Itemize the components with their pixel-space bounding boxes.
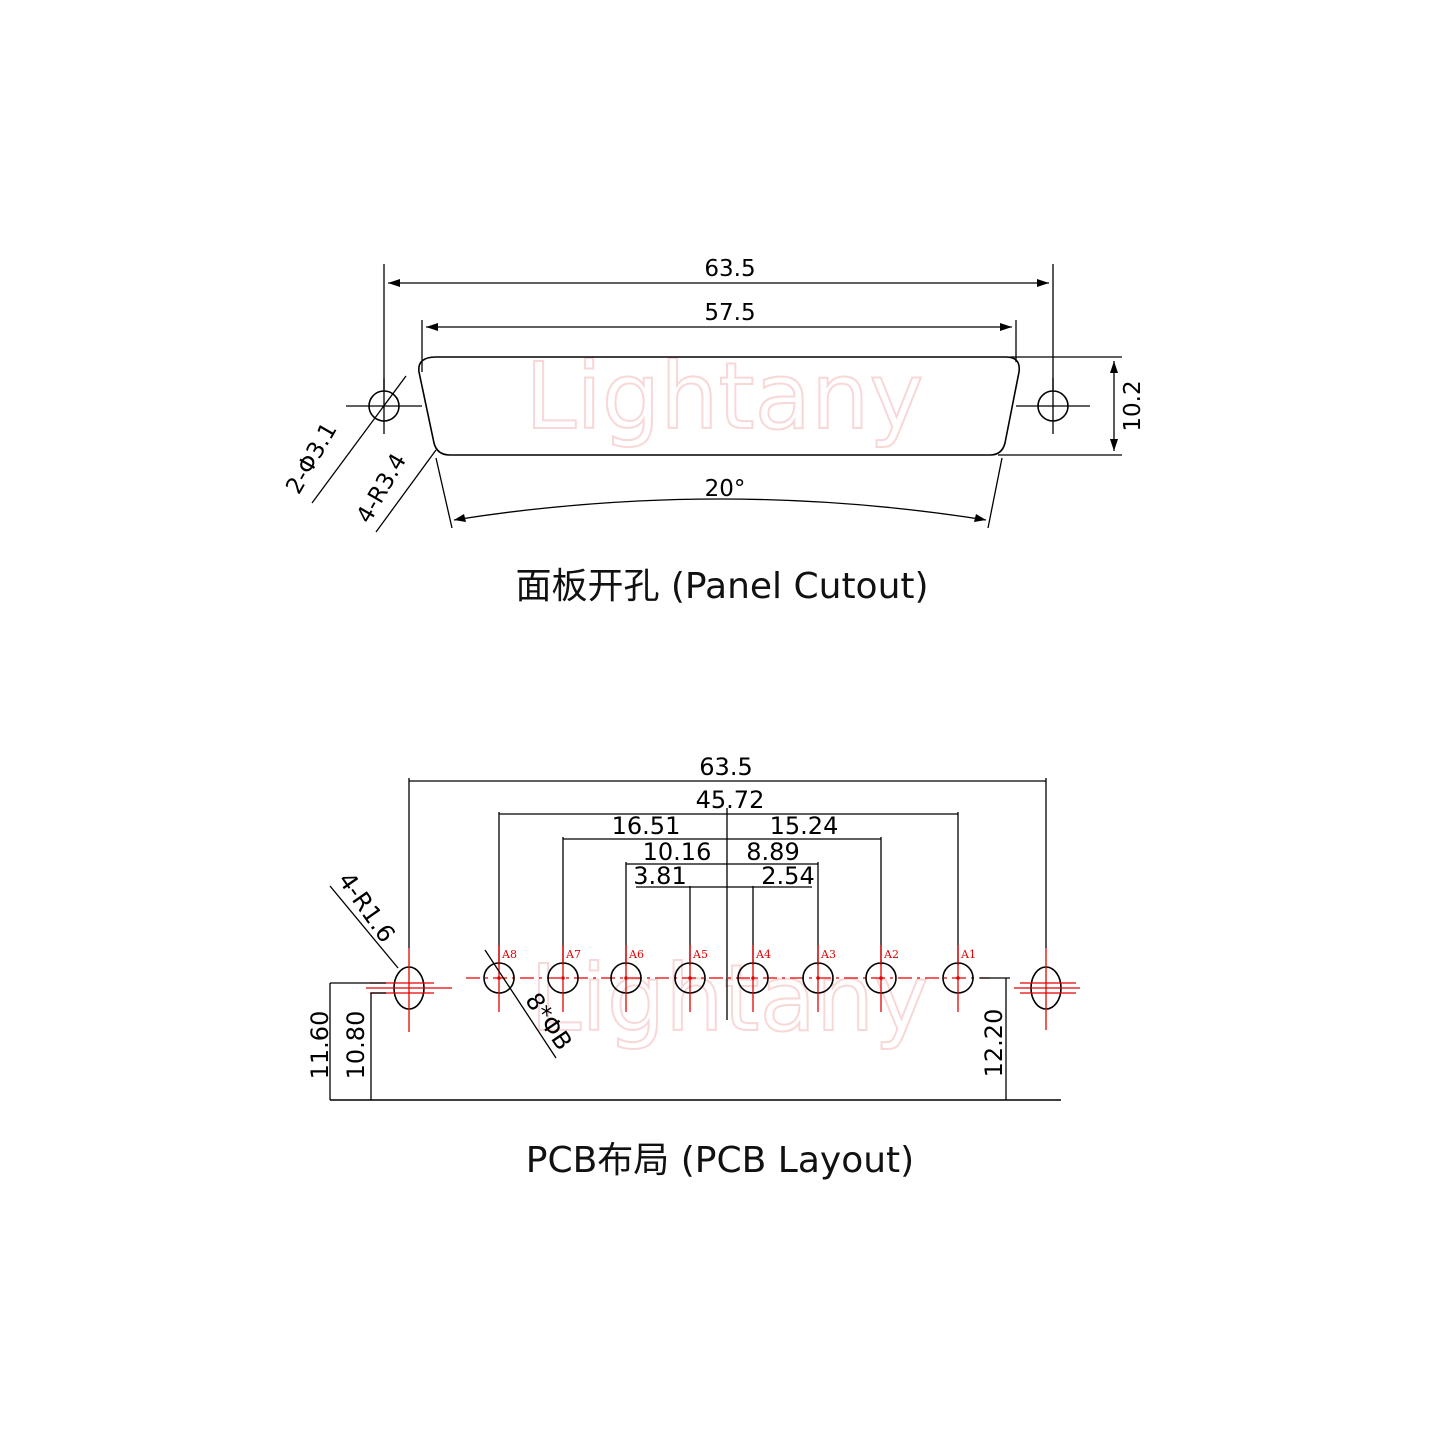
mount-slot-left [366,948,452,1032]
pcb-dim-height-b: 10.80 [342,1011,370,1080]
dim-cutout-width: 57.5 [704,300,755,326]
pcb-layout-view: Lightany 63.5 45.72 16.51 15.24 10.16 8.… [306,753,1080,1181]
pcb-dim-left-b: 10.16 [643,838,712,866]
dim-angle: 20° [705,476,746,502]
pin-label: A6 [628,948,644,961]
pcb-dim-radius: 4-R1.6 [332,867,400,948]
pcb-dim-right-c: 2.54 [761,862,814,890]
pcb-dim-height-c: 12.20 [980,1009,1008,1078]
pcb-dim-height-a: 11.60 [306,1011,334,1080]
pin-a7: A7 [547,945,581,1012]
pin-label: A3 [820,948,836,961]
dim-hole: 2-Φ3.1 [281,418,342,498]
panel-cutout-title: 面板开孔 (Panel Cutout) [515,566,928,607]
pin-a3: A3 [802,945,836,1012]
pin-a5: A5 [674,945,708,1012]
dim-height: 10.2 [1120,380,1146,431]
pin-label: A2 [883,948,899,961]
pin-a1: A1 [942,945,976,1012]
pcb-dim-left-a: 16.51 [612,812,681,840]
dim-arc-angle [453,498,987,521]
watermark-top: Lightany [525,343,924,450]
pin-label: A8 [501,948,517,961]
mount-slot-right [1014,948,1080,1030]
leader-radius [375,449,437,533]
pin-a4: A4 [737,945,771,1012]
d-sub-cutout-outline [418,356,1021,456]
panel-cutout-view: Lightany 63.5 57.5 10.2 2-Φ3.1 4- [281,256,1146,607]
pcb-dim-overall-width: 63.5 [699,753,752,781]
dim-radius: 4-R3.4 [352,449,412,527]
leader-slot-radius [329,885,399,969]
pcb-dim-left-c: 3.81 [633,862,686,890]
pin-label: A5 [692,948,708,961]
pcb-layout-title: PCB布局 (PCB Layout) [526,1140,914,1181]
pin-a6: A6 [610,945,644,1012]
pcb-dim-right-b: 8.89 [746,838,799,866]
pin-a8: A8 [483,945,517,1012]
watermark-bottom: Lightany [530,945,929,1052]
leader-hole [311,375,407,504]
pcb-dim-pin-span: 45.72 [696,786,765,814]
dim-overall-width: 63.5 [704,256,755,282]
leader-pin-hole [484,949,557,1059]
pin-label: A7 [565,948,581,961]
pin-label: A1 [960,948,976,961]
pin-label: A4 [755,948,771,961]
pin-row: A8 A7 A6 A5 A4 A3 A2 A1 [483,945,976,1012]
pin-a2: A2 [865,945,899,1012]
pcb-dim-right-a: 15.24 [770,812,839,840]
